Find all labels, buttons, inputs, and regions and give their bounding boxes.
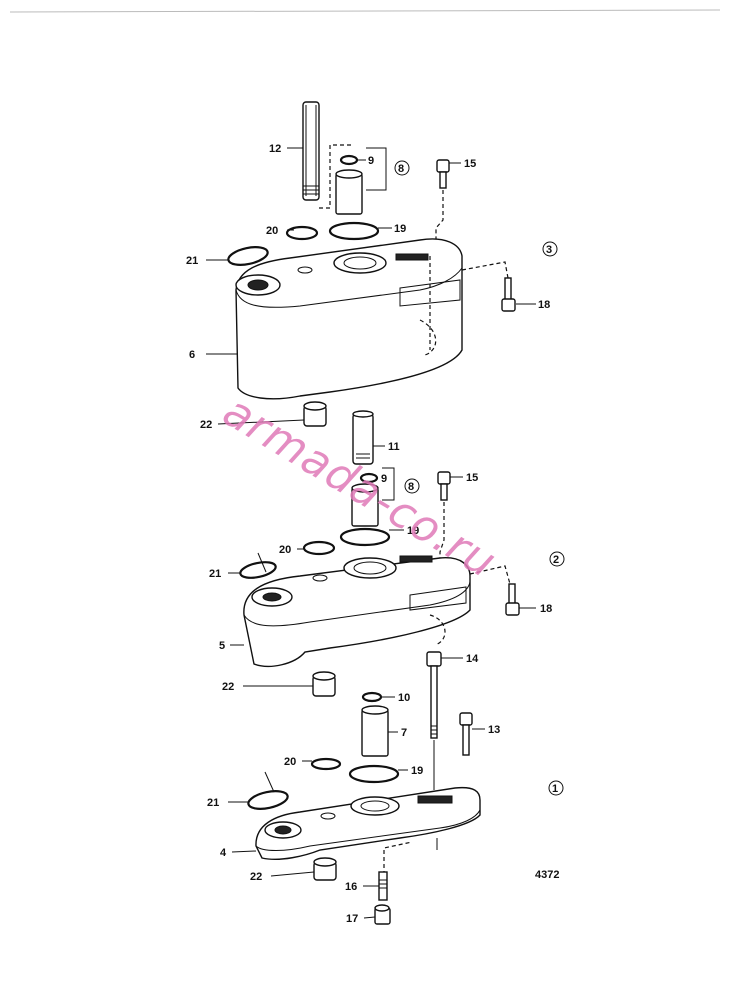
screw-15-top [436, 159, 450, 189]
label-15-top: 15 [464, 158, 476, 170]
shaft-11 [352, 410, 374, 465]
label-9-top: 9 [368, 155, 374, 167]
label-7: 7 [401, 727, 407, 739]
nut-17 [374, 904, 391, 925]
label-5: 5 [219, 640, 225, 652]
label-14: 14 [466, 653, 479, 665]
label-22-bottom: 22 [250, 871, 262, 883]
ring-9-top [339, 154, 359, 166]
label-8-top: 8 [398, 163, 404, 175]
stage-marker-1: 1 [552, 783, 558, 795]
shaft-12 [302, 101, 320, 201]
label-6: 6 [189, 349, 195, 361]
part-labels: 12 9 8 15 20 19 21 18 6 22 11 9 8 15 19 … [186, 143, 552, 925]
label-9-mid: 9 [381, 473, 387, 485]
housing-5 [243, 555, 471, 668]
label-20-top: 20 [266, 225, 278, 237]
label-11: 11 [388, 441, 400, 453]
bushing-7 [361, 705, 389, 757]
label-8-mid: 8 [408, 481, 414, 493]
bushing-8-mid [351, 483, 379, 527]
stage-2-assembly [239, 410, 520, 697]
label-12: 12 [269, 143, 281, 155]
oring-21-top [227, 246, 269, 266]
stud-16 [378, 871, 388, 901]
label-20-bottom: 20 [284, 756, 296, 768]
ring-10 [361, 691, 383, 703]
label-19-top: 19 [394, 223, 406, 235]
leader-lines [206, 147, 536, 919]
screw-18-top [501, 277, 516, 312]
bushing-8-top [335, 169, 363, 215]
plate-4 [255, 786, 481, 860]
stage-marker-3: 3 [546, 244, 552, 256]
label-19-bottom: 19 [411, 765, 423, 777]
oring-20-top [285, 225, 319, 241]
bolt-14 [426, 651, 442, 739]
label-21-bottom: 21 [207, 797, 219, 809]
housing-6 [235, 238, 463, 400]
oring-20-mid [302, 540, 336, 556]
screw-15-mid [437, 471, 451, 501]
oring-20-bottom [310, 757, 342, 771]
oring-19-mid [339, 527, 391, 547]
label-21-mid: 21 [209, 568, 221, 580]
label-16: 16 [345, 881, 357, 893]
label-22-mid: 22 [222, 681, 234, 693]
oring-19-bottom [348, 764, 400, 784]
stage-3-assembly [227, 101, 516, 427]
screw-18-mid [505, 583, 520, 616]
label-13: 13 [488, 724, 500, 736]
page-edge-line [9, 9, 721, 13]
stage-marker-2: 2 [553, 554, 559, 566]
stage-markers: 3 2 1 [542, 241, 565, 796]
sleeve-22-top [303, 401, 327, 427]
sleeve-22-bottom [313, 857, 337, 881]
oring-21-mid [239, 561, 277, 579]
label-19-mid: 19 [407, 525, 419, 537]
label-22-top: 22 [200, 419, 212, 431]
label-17: 17 [346, 913, 358, 925]
label-4: 4 [220, 847, 227, 859]
stage-1-assembly [247, 651, 481, 925]
oring-21-bottom [247, 790, 289, 810]
screw-13 [459, 712, 473, 756]
label-15-mid: 15 [466, 472, 478, 484]
figure-number: 4372 [535, 869, 559, 881]
label-18-mid: 18 [540, 603, 552, 615]
oring-19-top [328, 221, 380, 241]
sleeve-22-mid [312, 671, 336, 697]
label-21-top: 21 [186, 255, 198, 267]
label-20-mid: 20 [279, 544, 291, 556]
label-18-top: 18 [538, 299, 550, 311]
label-10: 10 [398, 692, 410, 704]
